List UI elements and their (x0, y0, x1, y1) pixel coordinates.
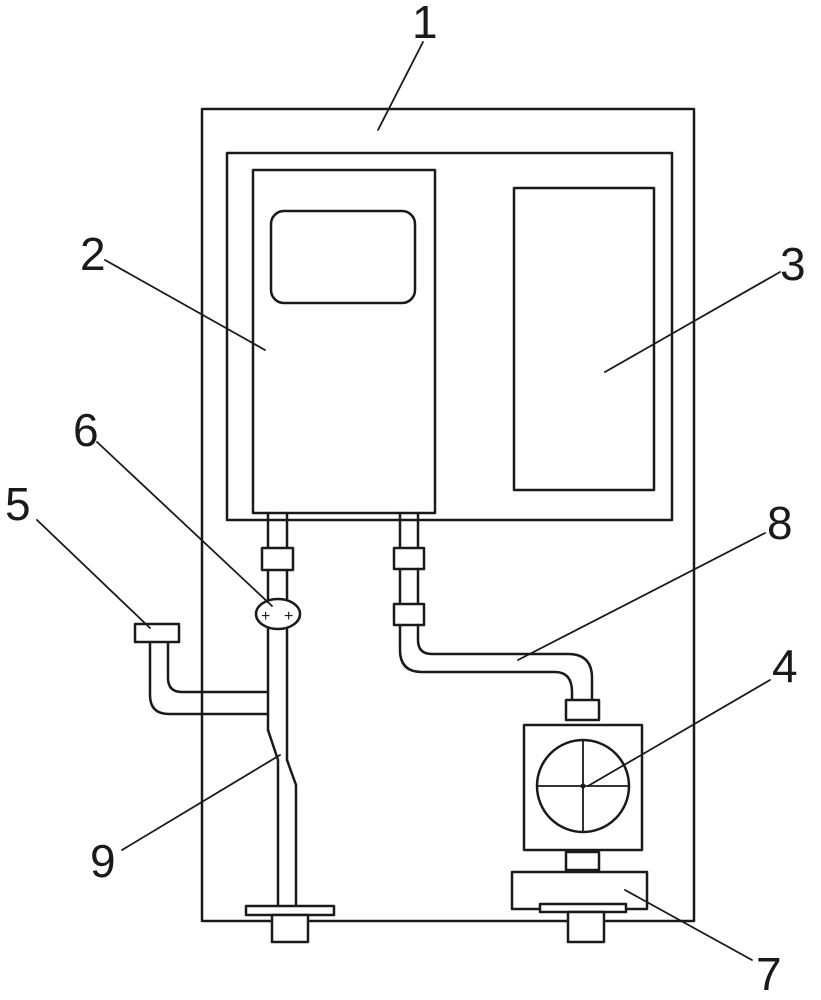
leader-8 (517, 532, 766, 661)
pipe-fitting-right-lower (392, 602, 426, 627)
sensor-plus-right: + (284, 608, 293, 625)
sensor-plus-left: + (261, 608, 270, 625)
leader-5 (36, 519, 151, 629)
left-flange (244, 904, 336, 944)
label-8: 8 (767, 497, 793, 549)
leader-4 (587, 679, 771, 787)
analyzer-unit (251, 168, 437, 515)
leader-3 (604, 271, 781, 373)
inlet-cap (133, 622, 181, 644)
label-9: 9 (90, 835, 116, 887)
pump-inlet-fitting (564, 698, 601, 722)
flow-sensor: + + (254, 597, 302, 631)
side-inlet (133, 622, 270, 716)
leader-6 (96, 441, 273, 607)
label-6: 6 (73, 404, 99, 456)
inner-cabinet (225, 151, 674, 522)
control-panel (512, 186, 656, 492)
connecting-pipe (392, 511, 601, 722)
leader-7 (624, 889, 753, 961)
label-5: 5 (5, 478, 31, 530)
display-window (269, 209, 417, 305)
leader-2 (104, 259, 266, 351)
pump-unit (522, 723, 644, 872)
label-4: 4 (772, 640, 798, 692)
base-block (510, 870, 649, 944)
pipe-fitting-right-upper (392, 546, 426, 571)
label-3: 3 (780, 238, 806, 290)
pipe-fitting-left (260, 546, 295, 572)
label-2: 2 (80, 228, 106, 280)
leader-9 (121, 754, 281, 851)
pump-outlet-fitting (564, 850, 601, 872)
label-7: 7 (756, 948, 782, 1000)
main-panel (200, 107, 696, 923)
part-labels: 1 2 3 4 5 6 7 8 9 (5, 0, 806, 1000)
leader-1 (377, 41, 424, 131)
leader-lines (36, 41, 781, 961)
label-1: 1 (412, 0, 438, 48)
inlet-pipe (260, 511, 298, 910)
